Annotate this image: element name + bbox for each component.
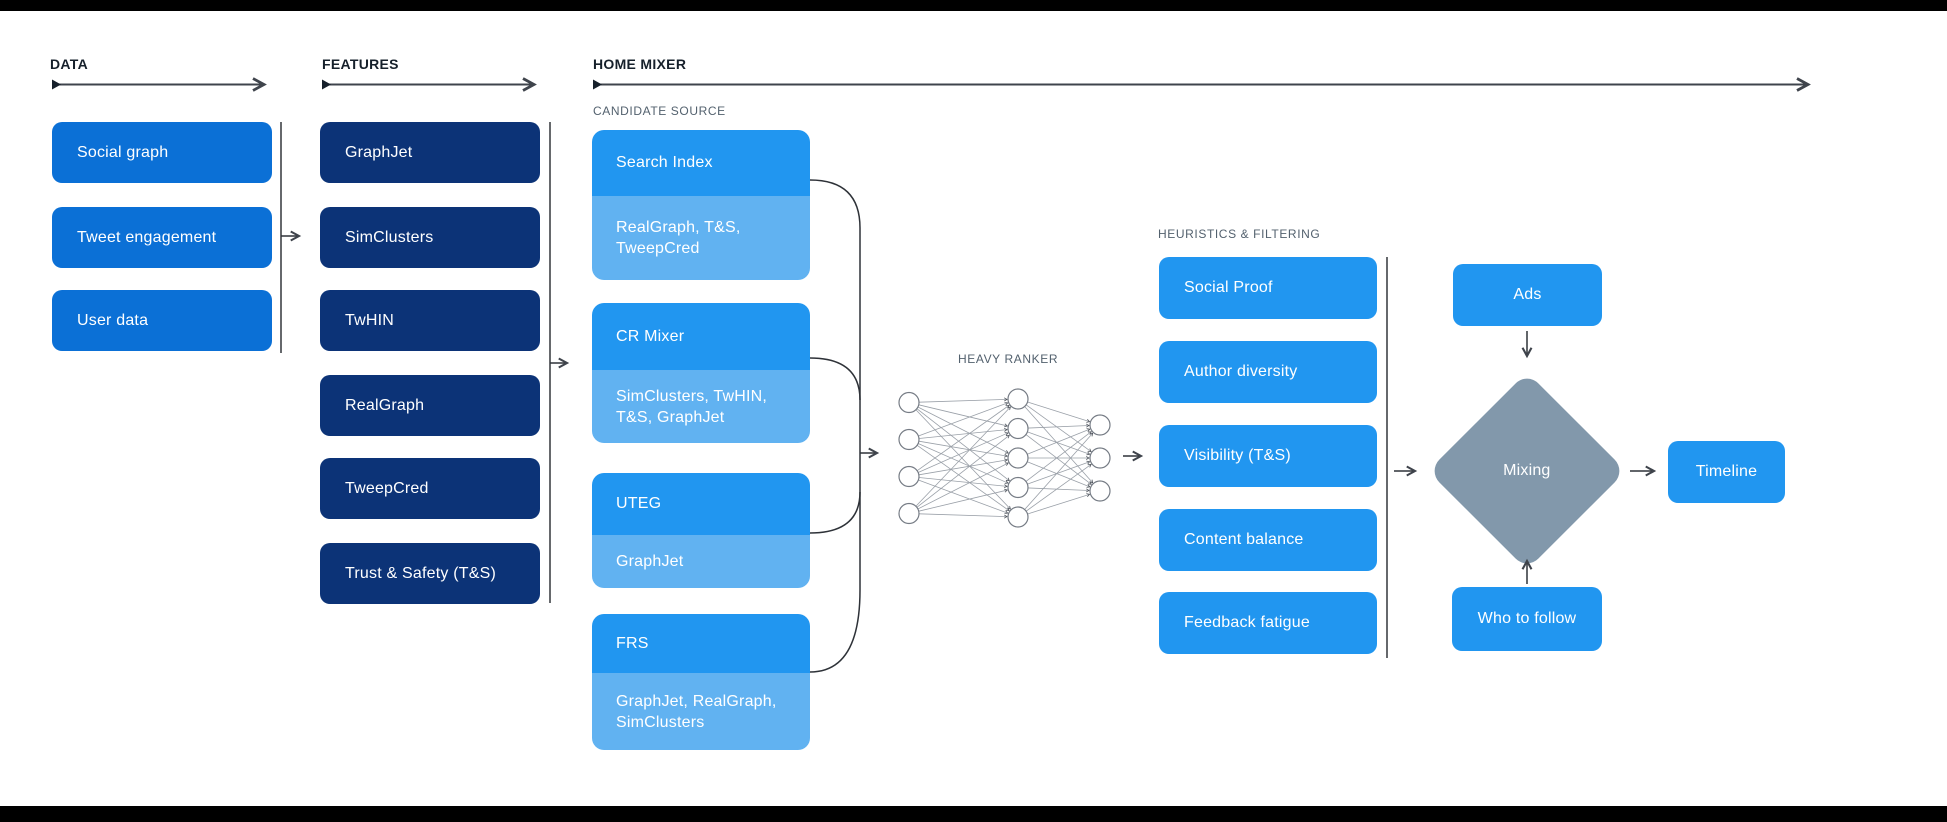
- candidate-name: CR Mixer: [592, 303, 810, 370]
- feature-box-realgraph: RealGraph: [320, 375, 540, 436]
- candidate-source-label: CANDIDATE SOURCE: [593, 104, 726, 118]
- nn-edge: [917, 462, 1009, 510]
- nn-edge: [1027, 460, 1091, 485]
- nn-edge: [1027, 431, 1091, 456]
- nn-edge: [1024, 406, 1094, 484]
- candidate-name: Search Index: [592, 130, 810, 196]
- nn-edge: [918, 427, 1008, 439]
- nn-edge: [918, 488, 1009, 512]
- nn-edge: [1027, 423, 1090, 429]
- feature-box-twhin: TwHIN: [320, 290, 540, 351]
- candidate-sources: SimClusters, TwHIN, T&S, GraphJet: [592, 370, 810, 443]
- nn-node: [1089, 447, 1111, 469]
- nn-edge: [1027, 401, 1091, 423]
- nn-edge: [918, 477, 1008, 489]
- who-to-follow-box: Who to follow: [1452, 587, 1602, 651]
- candidate-name: FRS: [592, 614, 810, 673]
- candidate-sources: GraphJet, RealGraph, SimClusters: [592, 673, 810, 750]
- candidate-box-cr-mixer: CR Mixer SimClusters, TwHIN, T&S, GraphJ…: [592, 303, 810, 443]
- feature-box-graphjet: GraphJet: [320, 122, 540, 183]
- heuristic-box-content-balance: Content balance: [1159, 509, 1377, 571]
- nn-edge: [1025, 464, 1092, 512]
- nn-node: [898, 502, 920, 525]
- data-box-social-graph: Social graph: [52, 122, 272, 183]
- feature-box-tweepcred: TweepCred: [320, 458, 540, 519]
- curve-search-index: [809, 179, 861, 229]
- nn-node: [1089, 414, 1111, 436]
- arrow-start-triangles: [52, 79, 602, 90]
- nn-edge: [917, 432, 1009, 473]
- candidate-merge-curves: [809, 179, 861, 673]
- nn-edge: [916, 408, 1010, 482]
- nn-edge: [1027, 461, 1091, 488]
- section-header-home-mixer: HOME MIXER: [593, 56, 687, 72]
- nn-edge: [917, 406, 1009, 454]
- nn-edge: [1025, 404, 1092, 452]
- nn-node: [1089, 480, 1111, 502]
- nn-edge: [1027, 428, 1091, 455]
- candidate-box-frs: FRS GraphJet, RealGraph, SimClusters: [592, 614, 810, 750]
- nn-edge: [916, 444, 1010, 512]
- nn-edge: [915, 409, 1011, 510]
- heuristic-box-social-proof: Social Proof: [1159, 257, 1377, 319]
- nn-edge: [918, 479, 1009, 515]
- nn-edge: [918, 397, 1008, 403]
- nn-edge: [918, 404, 1009, 428]
- nn-node: [898, 428, 920, 451]
- nn-edge: [918, 513, 1008, 519]
- nn-node: [1007, 476, 1029, 499]
- heuristic-box-visibility: Visibility (T&S): [1159, 425, 1377, 487]
- nn-edge: [918, 440, 1008, 458]
- mixing-diamond: Mixing: [1428, 372, 1626, 570]
- section-header-data: DATA: [50, 56, 89, 72]
- data-box-user-data: User data: [52, 290, 272, 351]
- candidate-sources: RealGraph, T&S, TweepCred: [592, 196, 810, 280]
- nn-edge: [1025, 431, 1092, 482]
- nn-node: [1007, 506, 1029, 528]
- heuristic-box-feedback-fatigue: Feedback fatigue: [1159, 592, 1377, 654]
- curve-uteg: [809, 491, 861, 534]
- top-letterbox-bar: [0, 0, 1947, 11]
- bottom-letterbox-bar: [0, 806, 1947, 822]
- candidate-name: UTEG: [592, 473, 810, 535]
- nn-edge: [916, 404, 1010, 472]
- nn-edge: [1024, 432, 1094, 510]
- heavy-ranker-label: HEAVY RANKER: [958, 352, 1059, 366]
- nn-edge: [918, 458, 1008, 476]
- nn-edge: [1027, 493, 1091, 515]
- heuristics-filtering-label: HEURISTICS & FILTERING: [1158, 227, 1321, 241]
- curve-frs: [809, 589, 861, 673]
- feature-box-trust-safety: Trust & Safety (T&S): [320, 543, 540, 604]
- nn-node: [898, 465, 920, 488]
- nn-edge: [917, 443, 1009, 484]
- nn-edge: [916, 434, 1010, 508]
- candidate-box-uteg: UTEG GraphJet: [592, 473, 810, 588]
- nn-node: [898, 391, 920, 414]
- nn-edge: [918, 401, 1009, 437]
- heuristic-box-author-diversity: Author diversity: [1159, 341, 1377, 403]
- candidate-sources: GraphJet: [592, 535, 810, 588]
- ads-box: Ads: [1453, 264, 1602, 326]
- section-header-features: FEATURES: [322, 56, 399, 72]
- nn-node: [1007, 417, 1029, 440]
- section-arrows: [52, 77, 1811, 92]
- nn-node: [1007, 447, 1029, 469]
- candidate-box-search-index: Search Index RealGraph, T&S, TweepCred: [592, 130, 810, 280]
- nn-node: [1007, 388, 1029, 410]
- neural-network: [898, 388, 1111, 528]
- nn-edge: [1027, 487, 1090, 493]
- timeline-box: Timeline: [1668, 441, 1785, 503]
- data-box-tweet-engagement: Tweet engagement: [52, 207, 272, 268]
- curve-cr-mixer: [809, 357, 861, 401]
- nn-edge: [1025, 434, 1092, 485]
- nn-edge: [915, 406, 1011, 507]
- mixing-label: Mixing: [1503, 462, 1551, 479]
- feature-box-simclusters: SimClusters: [320, 207, 540, 268]
